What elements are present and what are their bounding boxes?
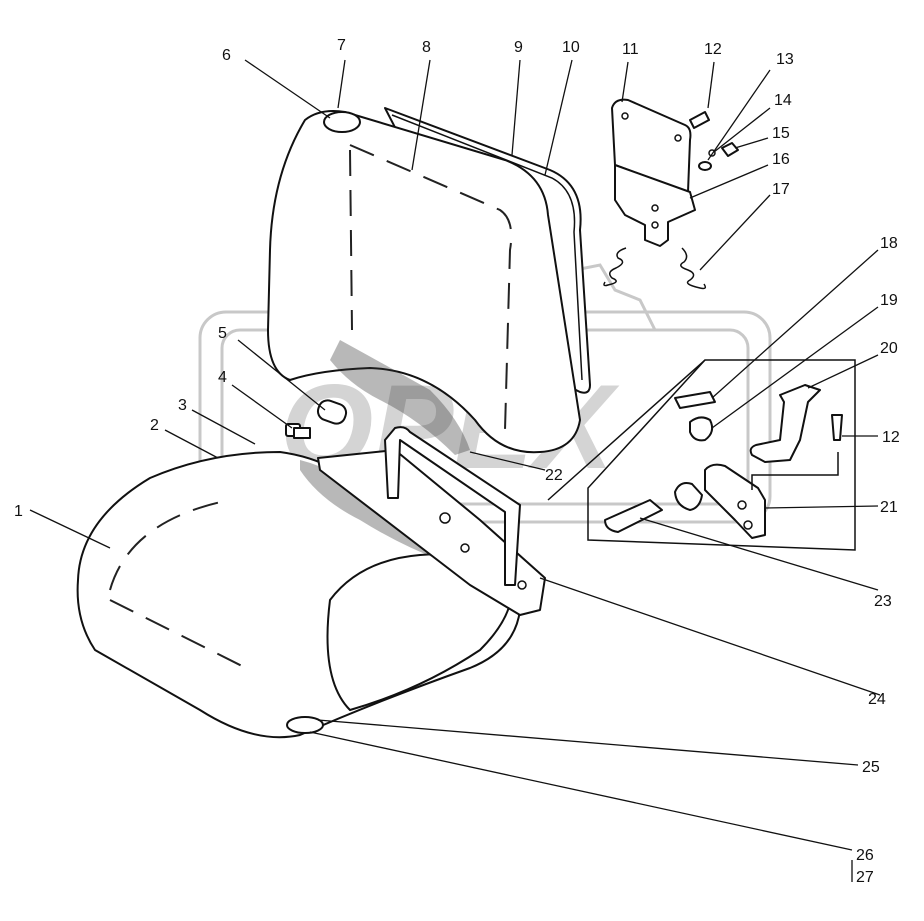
callout-15: 15 — [772, 125, 790, 142]
callout-14: 14 — [774, 92, 792, 109]
callout-19: 19 — [880, 292, 898, 309]
detail-inset — [547, 359, 856, 551]
callout-17: 17 — [772, 181, 790, 198]
callout-23: 23 — [874, 593, 892, 610]
callout-7: 7 — [337, 37, 346, 54]
callout-27: 27 — [856, 869, 874, 886]
callout-2: 2 — [150, 417, 159, 434]
nut-part-15 — [721, 142, 739, 157]
callout-4: 4 — [218, 369, 227, 386]
callout-11: 11 — [622, 41, 639, 58]
callouts: 1 2 3 4 5 6 7 8 9 10 11 12 13 14 15 16 1… — [14, 37, 900, 886]
callout-9: 9 — [514, 39, 523, 56]
callout-25: 25 — [862, 759, 880, 776]
seat-frame — [317, 426, 546, 616]
callout-22: 22 — [545, 467, 563, 484]
callout-12-inset: 12 — [882, 429, 900, 446]
callout-21: 21 — [880, 499, 898, 516]
callout-13: 13 — [776, 51, 794, 68]
spring-right — [680, 247, 707, 290]
callout-20: 20 — [880, 340, 898, 357]
backrest — [267, 107, 591, 455]
spring-left — [603, 247, 627, 287]
callout-24: 24 — [868, 691, 886, 708]
callout-16: 16 — [772, 151, 790, 168]
callout-8: 8 — [422, 39, 431, 56]
callout-5: 5 — [218, 325, 227, 342]
callout-18: 18 — [880, 235, 898, 252]
hinge-bracket — [611, 98, 696, 247]
washer-part-13-14 — [698, 149, 716, 171]
callout-26: 26 — [856, 847, 874, 864]
callout-3: 3 — [178, 397, 187, 414]
plug-part-5 — [316, 399, 348, 425]
leader-lines — [29, 59, 881, 882]
callout-6: 6 — [222, 47, 231, 64]
seat-cushion — [76, 451, 522, 739]
callout-1: 1 — [14, 503, 23, 520]
callout-10: 10 — [562, 39, 580, 56]
bolt-part-12-top — [689, 111, 710, 129]
callout-12-top: 12 — [704, 41, 722, 58]
